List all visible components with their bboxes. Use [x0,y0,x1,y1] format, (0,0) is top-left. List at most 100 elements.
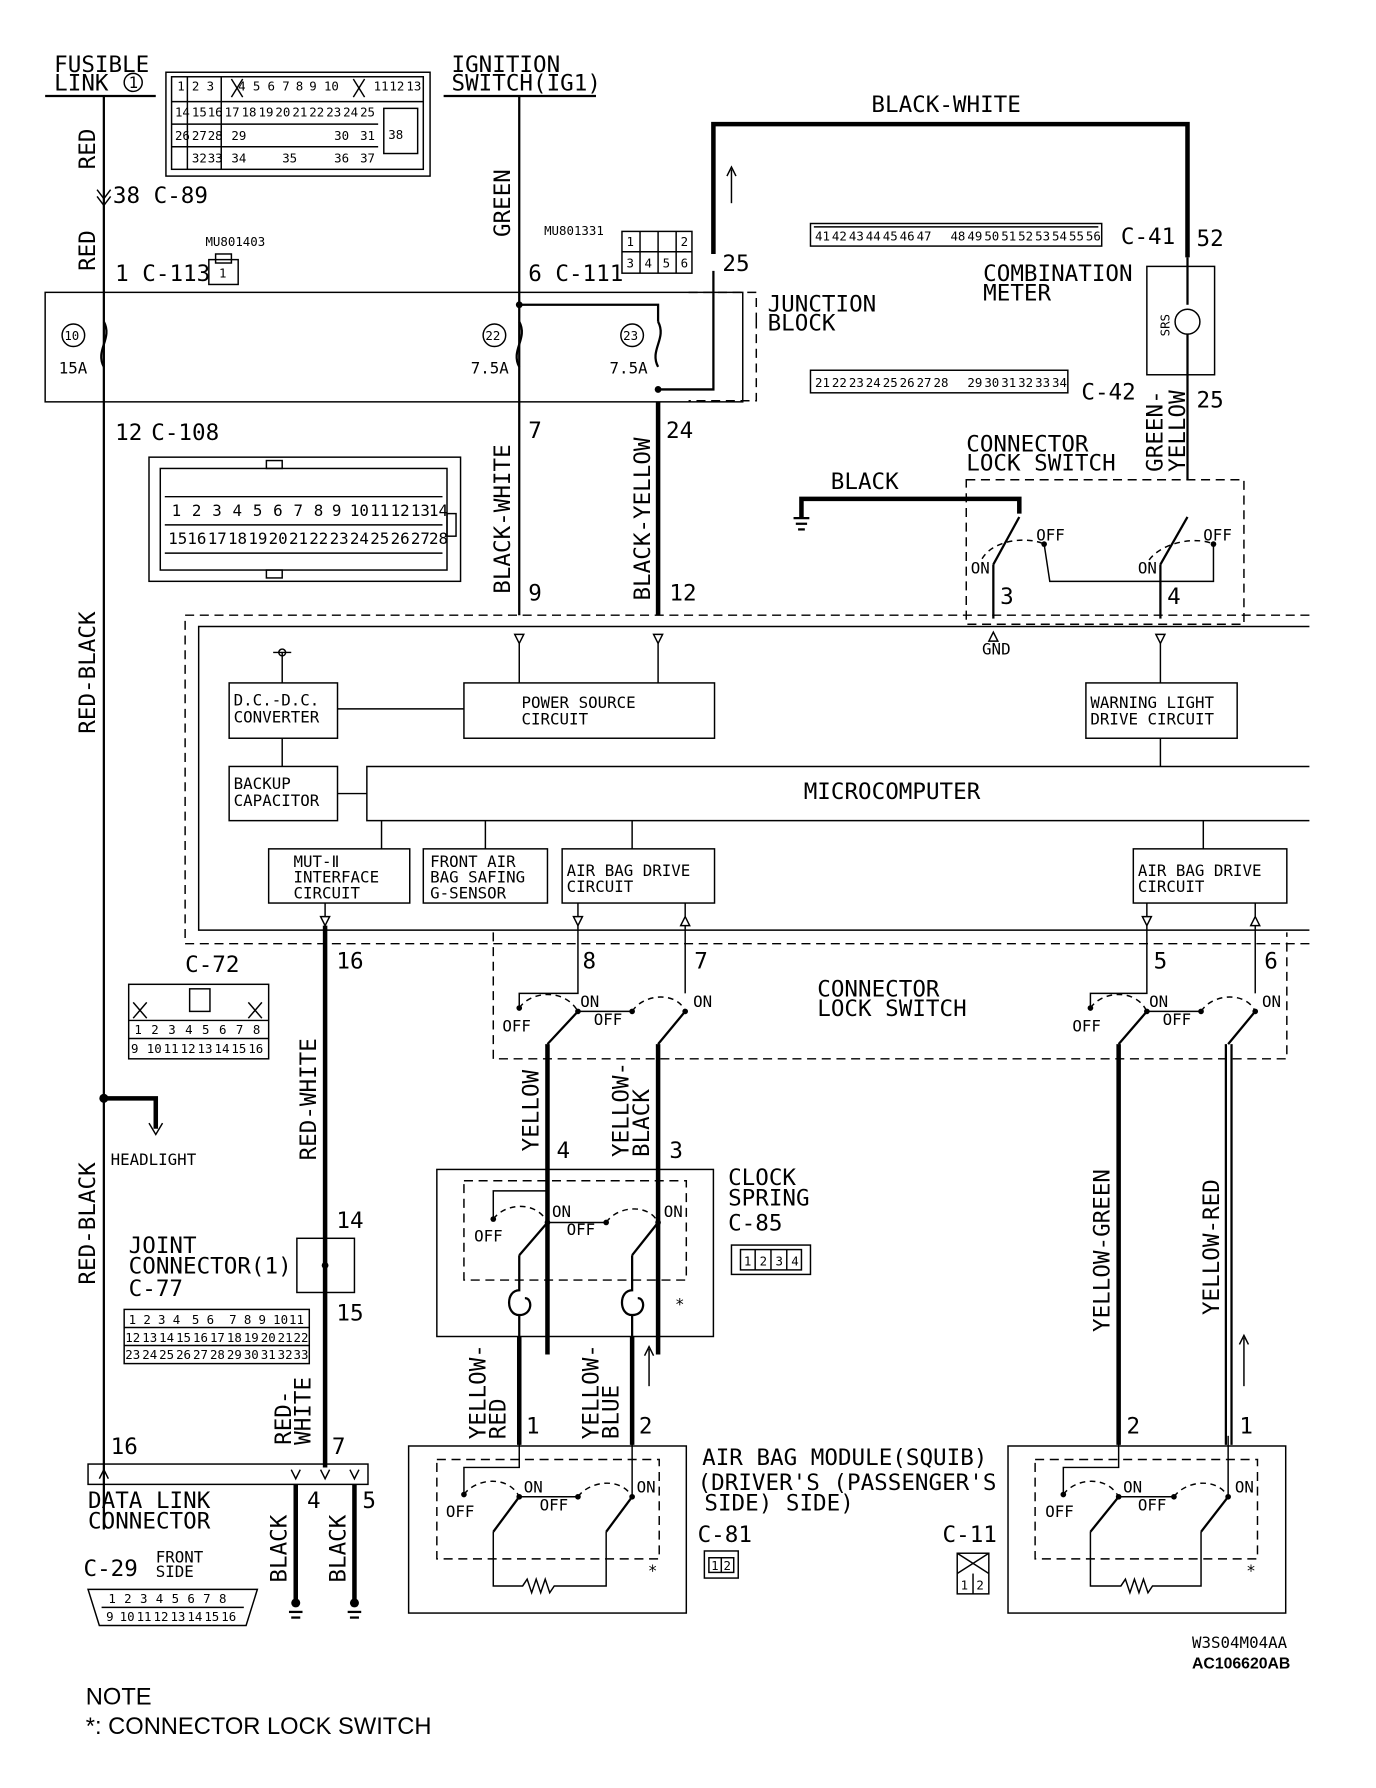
svg-text:BAG SAFING: BAG SAFING [430,868,525,887]
svg-text:37: 37 [360,151,375,166]
svg-text:ON: ON [1235,1477,1254,1496]
c11-connector-face: 1 2 [956,1552,990,1595]
svg-text:LINK: LINK [54,70,109,96]
svg-text:26: 26 [900,375,915,390]
svg-text:IGNITION: IGNITION [452,52,561,78]
svg-text:22: 22 [309,104,324,119]
svg-text:23: 23 [330,529,349,548]
wire-label-green: GREEN [490,169,516,237]
wire-label-red-black-bottom: RED-BLACK [75,1162,101,1285]
c11-label: C-11 [943,1522,997,1548]
svg-text:ON: ON [1123,1477,1142,1496]
svg-text:28: 28 [210,1347,225,1362]
fusible-link: FUSIBLE LINK 1 [45,52,156,98]
svg-text:56: 56 [1086,228,1101,243]
svg-text:12: 12 [181,1041,196,1056]
svg-text:2: 2 [192,78,199,93]
svg-text:CONNECTOR: CONNECTOR [88,1508,211,1534]
svg-text:7: 7 [332,1434,346,1460]
data-link-connector: 16 7 DATA LINK CONNECTOR 4 5 BLACK BLACK [87,1434,376,1619]
svg-text:7: 7 [293,501,303,520]
svg-text:16: 16 [248,1041,263,1056]
svg-text:8: 8 [296,78,303,93]
svg-text:BLACK: BLACK [629,1089,655,1157]
svg-text:19: 19 [248,529,267,548]
svg-text:22: 22 [832,375,847,390]
svg-text:29: 29 [967,375,982,390]
svg-text:ON: ON [971,558,990,577]
svg-text:22: 22 [309,529,328,548]
airbag-module-driver: OFF ON OFF ON * [407,1435,688,1614]
svg-text:33: 33 [208,151,223,166]
svg-text:12: 12 [154,1609,169,1624]
svg-text:LOCK SWITCH: LOCK SWITCH [817,996,966,1022]
svg-text:ON: ON [580,992,599,1011]
svg-text:28: 28 [429,529,448,548]
svg-text:OFF: OFF [1045,1502,1074,1521]
svg-text:COMBINATION: COMBINATION [983,261,1132,287]
srs-ecu: D.C.-D.C. CONVERTER POWER SOURCE CIRCUIT… [184,614,1310,945]
svg-text:9: 9 [332,501,342,520]
svg-text:10: 10 [273,1312,288,1327]
svg-text:3: 3 [669,1138,683,1164]
c108-connector-face [148,456,462,583]
wire-label-black-yellow: BLACK-YELLOW [630,437,656,600]
c108-label: C-108 [151,420,219,446]
svg-text:13: 13 [411,501,430,520]
svg-text:SPRING: SPRING [728,1186,810,1212]
wire-label-yellow-red: YELLOW-RED [1199,1179,1225,1315]
svg-text:C-29: C-29 [84,1556,138,1582]
svg-text:5: 5 [663,256,670,271]
svg-text:1: 1 [626,234,633,249]
svg-text:25: 25 [1197,387,1224,413]
svg-text:BLACK: BLACK [831,469,899,495]
wire-label-red-bottom: RED [75,230,101,271]
wire-label-black-white-top: BLACK-WHITE [871,92,1020,118]
svg-text:16: 16 [208,104,223,119]
svg-text:10: 10 [64,328,79,343]
c77-connector-face [123,1308,311,1365]
svg-text:CONNECTOR: CONNECTOR [817,977,940,1003]
svg-text:27: 27 [192,128,207,143]
wire-label-red-top: RED [75,129,101,170]
c72-label: C-72 [185,952,239,978]
svg-text:7: 7 [282,78,289,93]
svg-text:28: 28 [934,375,949,390]
svg-text:5: 5 [253,78,260,93]
svg-text:24: 24 [666,418,693,444]
svg-text:25: 25 [370,529,389,548]
svg-text:4: 4 [556,1138,570,1164]
svg-text:10: 10 [120,1609,135,1624]
svg-text:OFF: OFF [1072,1017,1101,1036]
svg-text:OFF: OFF [594,1010,623,1029]
combination-meter: COMBINATION METER SRS [983,257,1216,480]
svg-text:32: 32 [192,151,207,166]
svg-text:7: 7 [203,1591,210,1606]
svg-text:INTERFACE: INTERFACE [293,868,379,887]
svg-text:21: 21 [292,104,307,119]
svg-text:16: 16 [221,1609,236,1624]
svg-text:15: 15 [192,104,207,119]
svg-text:16: 16 [111,1434,138,1460]
c29-connector: C-29 FRONT SIDE [84,1547,259,1627]
svg-text:52: 52 [1018,228,1033,243]
connector-lock-switch-top: CONNECTOR LOCK SWITCH BLACK ON OFF ON OF… [793,432,1245,659]
svg-text:3: 3 [158,1312,165,1327]
svg-text:7: 7 [229,1312,236,1327]
svg-text:34: 34 [231,151,246,166]
svg-text:18: 18 [242,104,257,119]
svg-text:1: 1 [526,1414,540,1440]
c111-label: C-111 [555,261,623,287]
c41-connector-face [809,222,1103,247]
svg-text:24: 24 [343,104,358,119]
ignition-switch: IGNITION SWITCH(IG1) [443,52,601,98]
svg-text:2: 2 [143,1312,150,1327]
svg-text:14: 14 [429,501,448,520]
svg-text:5: 5 [172,1591,179,1606]
svg-text:23: 23 [125,1347,140,1362]
svg-text:25: 25 [722,251,749,277]
wire-label-black-white: BLACK-WHITE [490,444,516,593]
svg-text:48: 48 [950,228,965,243]
svg-text:SWITCH(IG1): SWITCH(IG1) [452,70,601,96]
svg-text:11: 11 [289,1312,304,1327]
